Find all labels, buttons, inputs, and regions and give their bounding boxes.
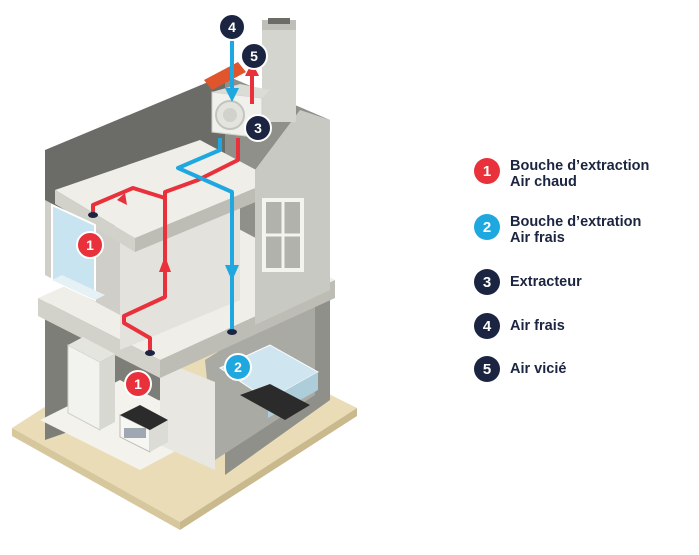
svg-text:1: 1: [86, 237, 94, 253]
roof-exhaust-pipe: [204, 62, 246, 90]
legend-item-3: 3 Extracteur: [474, 269, 582, 295]
legend-badge: 3: [474, 269, 500, 295]
legend-badge: 5: [474, 356, 500, 382]
svg-text:4: 4: [228, 19, 236, 35]
badge-extractor: 3: [244, 114, 272, 142]
attic-floor-slab-edge: [55, 190, 135, 252]
legend-badge: 1: [474, 158, 500, 184]
legend-item-4: 4 Air frais: [474, 313, 565, 339]
svg-text:2: 2: [234, 359, 242, 375]
legend-label: Air vicié: [510, 361, 567, 377]
badge-living-vent: 2: [224, 353, 252, 381]
svg-text:5: 5: [250, 48, 258, 64]
living-vent: [227, 329, 237, 335]
svg-text:1: 1: [134, 376, 142, 392]
fresh-air-arrowhead: [225, 265, 239, 281]
legend-label: Air frais: [510, 318, 565, 334]
ground-floor-partition: [160, 360, 215, 470]
badge-kitchen-vent: 1: [124, 370, 152, 398]
svg-text:3: 3: [254, 120, 262, 136]
bathroom-vent: [88, 212, 98, 218]
first-floor-slab-edge: [38, 298, 160, 378]
badge-bathroom-vent: 1: [76, 231, 104, 259]
fresh-air-arrowhead-top: [225, 88, 239, 102]
kitchen-vent: [145, 350, 155, 356]
legend-badge: 2: [474, 214, 500, 240]
ground-base-edge-right: [180, 408, 357, 530]
attic-floor-slab-edge-right: [135, 180, 275, 252]
legend-label: Extracteur: [510, 274, 582, 290]
legend-badge: 4: [474, 313, 500, 339]
legend-item-5: 5 Air vicié: [474, 356, 566, 382]
badge-stale-air: 5: [240, 42, 268, 70]
warm-air-arrowhead: [159, 256, 171, 272]
warm-air-duct-kitchen: [122, 197, 167, 352]
warm-air-duct-bathroom: [91, 138, 240, 213]
badge-fresh-air: 4: [218, 13, 246, 41]
fresh-air-duct: [176, 138, 234, 330]
attic-floor-slab: [55, 140, 275, 238]
chimney: [262, 28, 296, 122]
ground-base-edge: [12, 428, 180, 530]
